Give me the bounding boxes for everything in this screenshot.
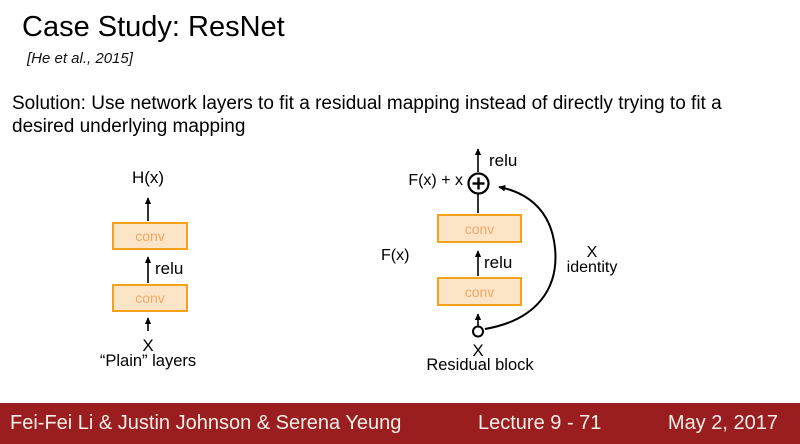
plain-conv-top-label: conv: [135, 228, 165, 244]
residual-conv-top-box: conv: [437, 214, 522, 243]
body-line-2: desired underlying mapping: [12, 116, 246, 137]
residual-caption: Residual block: [426, 356, 534, 374]
plain-caption: “Plain” layers: [99, 352, 197, 370]
residual-relu-mid-label: relu: [484, 253, 513, 272]
citation: [He et al., 2015]: [27, 50, 133, 67]
footer-bar: Fei-Fei Li & Justin Johnson & Serena Yeu…: [0, 403, 800, 444]
plain-relu-label: relu: [155, 259, 184, 278]
footer-date: May 2, 2017: [667, 412, 778, 434]
addition-node-circle: [467, 172, 490, 195]
residual-conv-top-label: conv: [464, 220, 495, 237]
page-title: Case Study: ResNet: [22, 11, 285, 43]
residual-conv-bottom-label: conv: [464, 283, 495, 300]
residual-input-label: X: [472, 341, 484, 360]
plain-conv-top-box: conv: [112, 222, 188, 250]
body-paragraph: Solution: Use network layers to fit a re…: [12, 92, 798, 138]
identity-label: X identity: [566, 244, 618, 276]
input-node-circle: [472, 325, 484, 338]
plain-conv-bottom-label: conv: [135, 290, 165, 306]
plain-conv-bottom-box: conv: [112, 284, 188, 312]
footer-authors: Fei-Fei Li & Justin Johnson & Serena Yeu…: [10, 412, 402, 434]
residual-sum-label: F(x) + x: [408, 172, 463, 189]
residual-conv-bottom-box: conv: [437, 277, 522, 306]
residual-relu-top-label: relu: [489, 151, 518, 170]
plain-input-label: X: [142, 336, 154, 355]
body-line-1: Solution: Use network layers to fit a re…: [12, 93, 722, 114]
footer-lecture-number: Lecture 9 - 71: [478, 412, 602, 434]
residual-fx-label: F(x): [381, 247, 410, 264]
plain-output-label: H(x): [131, 168, 165, 187]
